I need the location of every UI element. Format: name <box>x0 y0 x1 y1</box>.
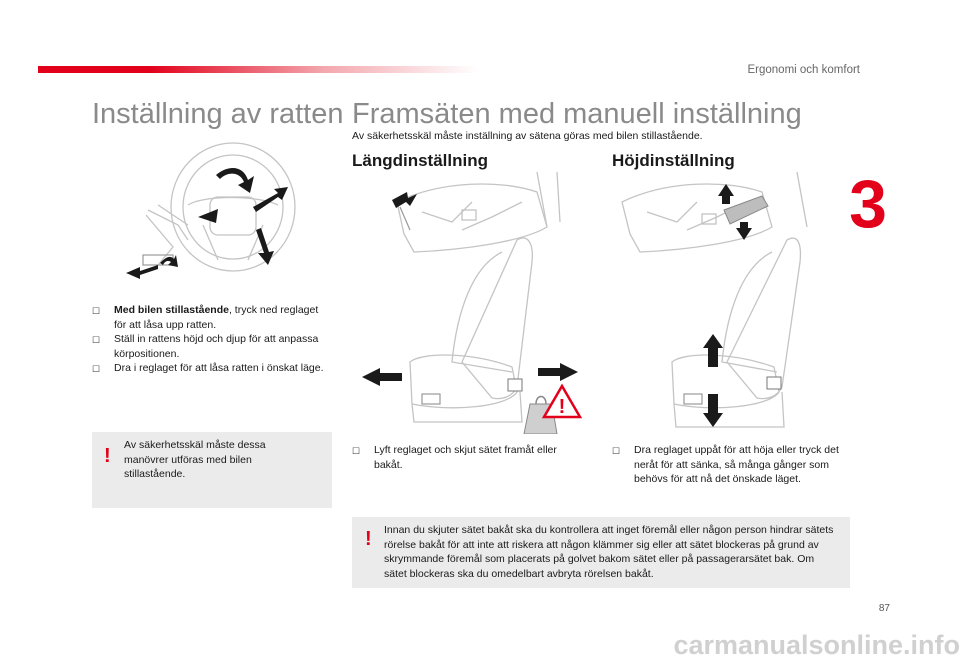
steering-wheel-illustration <box>126 142 296 279</box>
list-item: ☐ Ställ in rattens höjd och djup för att… <box>92 333 319 360</box>
height-seat-illustration <box>621 172 808 428</box>
warning-exclamation-icon: ! <box>365 528 372 550</box>
check-box-icon: ☐ <box>92 306 101 316</box>
rotate-arrow-icon <box>216 168 254 193</box>
raise-arrow-icon <box>703 334 723 367</box>
seat-warning-box: ! Innan du skjuter sätet bakåt ska du ko… <box>352 517 850 588</box>
seats-title: Framsäten med manuell inställning <box>352 98 802 130</box>
bold-lead: Med bilen stillastående <box>114 304 229 316</box>
check-box-icon: ☐ <box>612 446 621 456</box>
steering-warning-box: ! Av säkerhetsskäl måste dessa manövrer … <box>92 432 332 508</box>
warning-triangle-mark: ! <box>559 396 566 418</box>
list-item: ☐ Med bilen stillastående, tryck ned reg… <box>92 304 319 331</box>
lever-arrow-icon <box>126 265 158 279</box>
up-small-arrow-icon <box>718 184 734 204</box>
longitudinal-seat-illustration: ! <box>362 172 583 434</box>
longitudinal-title: Längdinställning <box>352 151 488 170</box>
steering-instructions: ☐ Med bilen stillastående, tryck ned reg… <box>92 303 332 377</box>
check-box-icon: ☐ <box>92 364 101 374</box>
steering-title: Inställning av ratten <box>92 98 344 130</box>
forward-arrow-icon <box>538 363 578 381</box>
seat-warning-text: Innan du skjuter sätet bakåt ska du kont… <box>384 524 834 580</box>
lift-lever-arrow-icon <box>392 192 417 208</box>
header-accent-bar <box>38 66 478 73</box>
warning-triangle-icon <box>541 383 583 419</box>
down-small-arrow-icon <box>736 222 752 240</box>
height-title: Höjdinställning <box>612 151 735 170</box>
seats-intro: Av säkerhetsskäl måste inställning av sä… <box>352 130 703 142</box>
longitudinal-instructions: ☐ Lyft reglaget och skjut sätet framåt e… <box>352 443 577 472</box>
list-item: ☐ Lyft reglaget och skjut sätet framåt e… <box>352 444 557 471</box>
check-box-icon: ☐ <box>352 446 361 456</box>
backward-arrow-icon <box>362 368 402 386</box>
list-item: ☐ Dra reglaget uppåt för att höja eller … <box>612 444 839 485</box>
depth-arrow-icon <box>256 228 274 265</box>
check-box-icon: ☐ <box>92 335 101 345</box>
warning-exclamation-icon: ! <box>104 445 111 467</box>
watermark: carmanualsonline.info <box>673 630 960 660</box>
tilt-arrow-icon <box>253 187 288 212</box>
section-title: Ergonomi och komfort <box>747 64 861 76</box>
steering-warning-text: Av säkerhetsskäl måste dessa manövrer ut… <box>124 439 266 480</box>
lower-arrow-icon <box>703 394 723 427</box>
list-item: ☐ Dra i reglaget för att låsa ratten i ö… <box>92 361 332 377</box>
chapter-number: 3 <box>849 166 887 242</box>
page-number: 87 <box>878 603 890 614</box>
height-instructions: ☐ Dra reglaget uppåt för att höja eller … <box>612 443 847 487</box>
